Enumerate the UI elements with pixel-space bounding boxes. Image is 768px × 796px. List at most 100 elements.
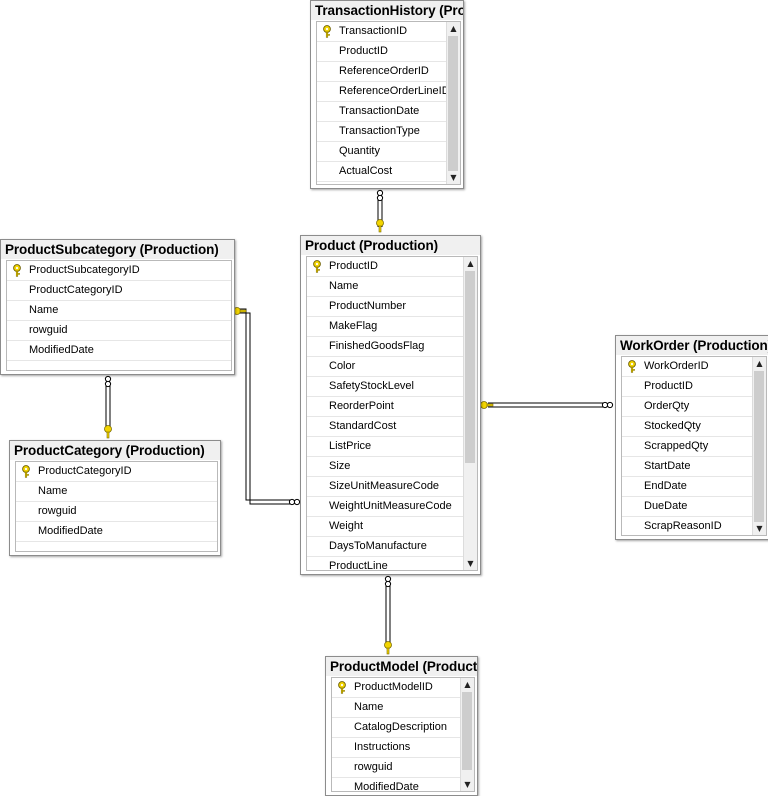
column-row[interactable]: WorkOrderID (622, 357, 753, 377)
column-row[interactable]: ReorderPoint (307, 397, 464, 417)
column-row[interactable]: rowguid (332, 758, 461, 778)
column-name: Name (329, 280, 359, 292)
column-name: Instructions (354, 741, 411, 753)
key-endpoint-icon (104, 425, 112, 439)
column-row[interactable]: WeightUnitMeasureCode (307, 497, 464, 517)
column-name: ReferenceOrderID (339, 65, 429, 77)
column-row[interactable]: Weight (307, 517, 464, 537)
column-name: ScrapReasonID (644, 520, 722, 532)
column-row[interactable]: ReferenceOrderID (317, 62, 447, 82)
table-title[interactable]: WorkOrder (Production) (616, 336, 768, 355)
column-row[interactable]: ProductCategoryID (16, 462, 217, 482)
relationship-transactionhistory-product[interactable] (376, 189, 384, 233)
scroll-up-arrow-icon[interactable]: ▲ (464, 257, 477, 270)
column-row[interactable]: OrderQty (622, 397, 753, 417)
column-row[interactable]: ScrapReasonID (622, 517, 753, 535)
column-row[interactable]: ScrappedQty (622, 437, 753, 457)
scroll-down-arrow-icon[interactable]: ▼ (447, 171, 460, 184)
column-row[interactable]: SizeUnitMeasureCode (307, 477, 464, 497)
scroll-down-arrow-icon[interactable]: ▼ (461, 778, 474, 791)
scroll-up-arrow-icon[interactable]: ▲ (461, 678, 474, 691)
column-name: CatalogDescription (354, 721, 447, 733)
column-name: TransactionID (339, 25, 408, 37)
table-title[interactable]: ProductCategory (Production) (10, 441, 220, 460)
column-row[interactable]: TransactionDate (317, 102, 447, 122)
infinity-endpoint-icon (376, 189, 384, 202)
column-row[interactable]: FinishedGoodsFlag (307, 337, 464, 357)
scrollbar-thumb[interactable] (448, 36, 458, 171)
relationship-productsubcategory-productcategory[interactable] (104, 375, 112, 439)
column-row[interactable]: rowguid (16, 502, 217, 522)
table-title[interactable]: ProductSubcategory (Production) (1, 240, 234, 259)
column-row[interactable]: ModifiedDate (317, 182, 447, 184)
infinity-endpoint-icon (384, 575, 392, 588)
column-row[interactable]: ProductID (317, 42, 447, 62)
column-row[interactable]: TransactionID (317, 22, 447, 42)
column-row[interactable]: StockedQty (622, 417, 753, 437)
table-productsubcategory[interactable]: ProductSubcategory (Production) ProductS… (0, 239, 235, 375)
column-row[interactable]: Name (332, 698, 461, 718)
column-row[interactable]: SafetyStockLevel (307, 377, 464, 397)
column-list: TransactionID ProductID ReferenceOrderID Re… (316, 21, 461, 185)
column-row[interactable]: StartDate (622, 457, 753, 477)
scroll-down-arrow-icon[interactable]: ▼ (753, 522, 766, 535)
column-row[interactable]: EndDate (622, 477, 753, 497)
column-row[interactable]: Instructions (332, 738, 461, 758)
table-title[interactable]: Product (Production) (301, 236, 480, 255)
column-row[interactable]: ModifiedDate (16, 522, 217, 542)
column-row[interactable]: ListPrice (307, 437, 464, 457)
table-productcategory[interactable]: ProductCategory (Production) ProductCate… (9, 440, 221, 556)
relationship-product-workorder[interactable] (480, 401, 614, 409)
table-title[interactable]: TransactionHistory (Production) (311, 1, 463, 20)
scroll-up-arrow-icon[interactable]: ▲ (753, 357, 766, 370)
relationship-productsubcategory-product[interactable] (233, 307, 301, 506)
column-row[interactable]: Quantity (317, 142, 447, 162)
column-name: ProductID (329, 260, 378, 272)
column-row[interactable]: ProductID (307, 257, 464, 277)
scrollbar-thumb[interactable] (465, 271, 475, 463)
column-row[interactable]: Size (307, 457, 464, 477)
column-row[interactable]: ActualCost (317, 162, 447, 182)
vertical-scrollbar[interactable]: ▲▼ (460, 678, 474, 791)
column-row[interactable]: ProductLine (307, 557, 464, 570)
column-row[interactable]: ProductSubcategoryID (7, 261, 231, 281)
scroll-down-arrow-icon[interactable]: ▼ (464, 557, 477, 570)
column-row[interactable]: Name (7, 301, 231, 321)
column-row[interactable]: DaysToManufacture (307, 537, 464, 557)
table-transactionhistory[interactable]: TransactionHistory (Production) Transact… (310, 0, 464, 189)
column-row[interactable]: ModifiedDate (7, 341, 231, 361)
table-productmodel[interactable]: ProductModel (Production) ProductModelID… (325, 656, 478, 796)
column-row[interactable]: Color (307, 357, 464, 377)
column-row[interactable]: ProductNumber (307, 297, 464, 317)
column-row[interactable]: DueDate (622, 497, 753, 517)
column-row[interactable]: ProductCategoryID (7, 281, 231, 301)
vertical-scrollbar[interactable]: ▲▼ (752, 357, 766, 535)
column-row[interactable]: rowguid (7, 321, 231, 341)
column-row[interactable]: ProductID (622, 377, 753, 397)
column-row[interactable]: ReferenceOrderLineID (317, 82, 447, 102)
scrollbar-thumb[interactable] (462, 692, 472, 770)
scroll-up-arrow-icon[interactable]: ▲ (447, 22, 460, 35)
vertical-scrollbar[interactable]: ▲▼ (446, 22, 460, 184)
scrollbar-thumb[interactable] (754, 371, 764, 535)
column-row[interactable]: ModifiedDate (332, 778, 461, 791)
column-name: ProductLine (329, 560, 388, 570)
table-title[interactable]: ProductModel (Production) (326, 657, 477, 676)
column-row[interactable]: StandardCost (307, 417, 464, 437)
column-row[interactable]: CatalogDescription (332, 718, 461, 738)
column-row[interactable]: Name (16, 482, 217, 502)
column-row[interactable]: MakeFlag (307, 317, 464, 337)
column-name: WeightUnitMeasureCode (329, 500, 452, 512)
column-row[interactable]: TransactionType (317, 122, 447, 142)
column-name: DaysToManufacture (329, 540, 427, 552)
column-name: ProductID (339, 45, 388, 57)
vertical-scrollbar[interactable]: ▲▼ (463, 257, 477, 570)
column-row[interactable]: Name (307, 277, 464, 297)
column-row[interactable]: ProductModelID (332, 678, 461, 698)
relationship-product-productmodel[interactable] (384, 575, 392, 655)
